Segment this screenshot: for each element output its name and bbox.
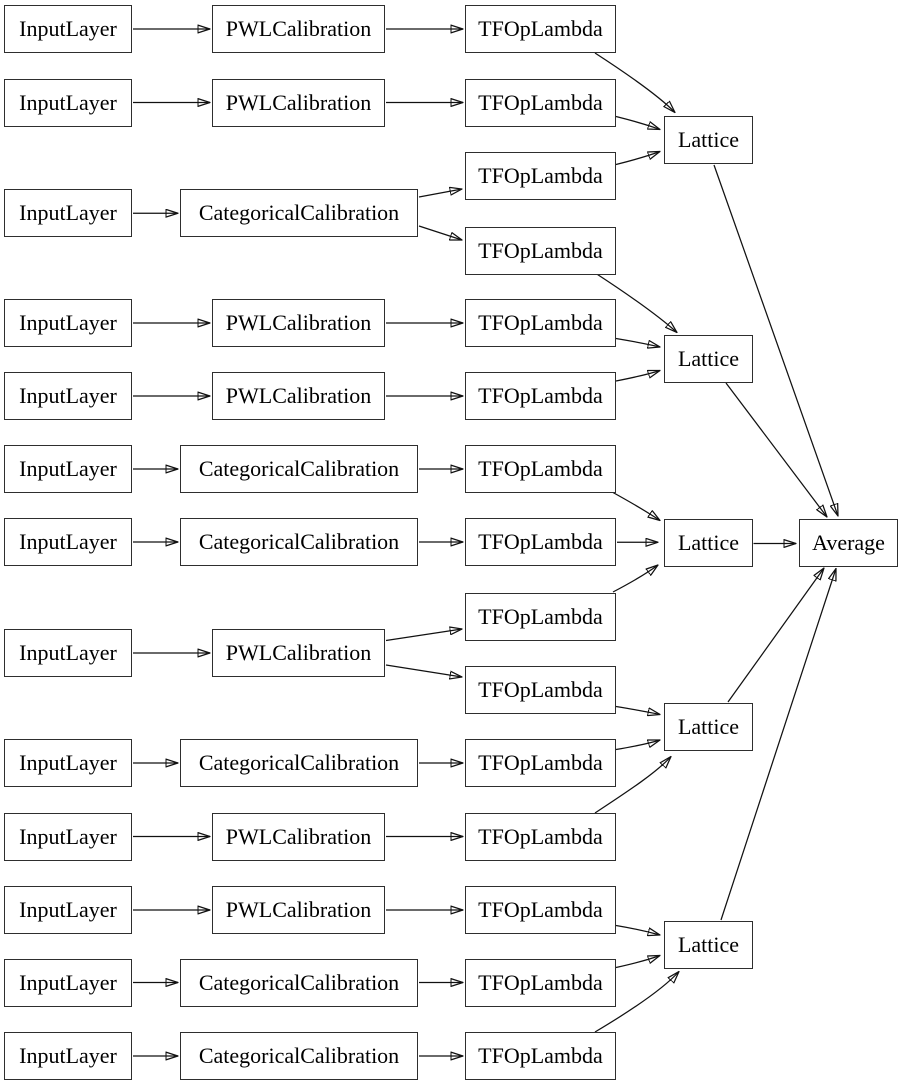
edge-tfop-2-lattice-1 <box>615 115 660 130</box>
node-tf-op-lambda-11: TFOpLambda <box>465 739 616 787</box>
node-input-layer-3: InputLayer <box>4 189 132 238</box>
edge-calib-8-tfop-10 <box>385 664 462 677</box>
edge-tfop-5-lattice-2 <box>615 337 660 348</box>
node-tf-op-lambda-1: TFOpLambda <box>465 5 616 53</box>
edge-calib-8-tfop-9 <box>385 629 462 642</box>
node-tf-op-lambda-9: TFOpLambda <box>465 592 616 641</box>
node-categorical-calibration-13: CategoricalCalibration <box>180 1032 418 1080</box>
edge-tfop-7-lattice-3 <box>612 491 660 521</box>
node-pwl-calibration-1: PWLCalibration <box>212 5 385 53</box>
node-tf-op-lambda-4: TFOpLambda <box>465 226 616 275</box>
node-input-layer-6: InputLayer <box>4 445 132 493</box>
node-tf-op-lambda-15: TFOpLambda <box>465 1032 616 1080</box>
node-pwl-calibration-4: PWLCalibration <box>212 299 385 347</box>
node-tf-op-lambda-3: TFOpLambda <box>465 152 616 200</box>
edge-calib-3-tfop-4 <box>418 225 462 240</box>
edge-tfop-10-lattice-4 <box>615 705 660 715</box>
edge-tfop-6-lattice-2 <box>615 371 660 382</box>
node-input-layer-2: InputLayer <box>4 78 132 127</box>
node-input-layer-11: InputLayer <box>4 886 132 934</box>
node-tf-op-lambda-13: TFOpLambda <box>465 886 616 934</box>
node-pwl-calibration-11: PWLCalibration <box>212 886 385 934</box>
node-lattice-2: Lattice <box>664 335 753 383</box>
node-input-layer-7: InputLayer <box>4 518 132 566</box>
node-lattice-5: Lattice <box>664 921 753 969</box>
node-tf-op-lambda-2: TFOpLambda <box>465 78 616 127</box>
node-lattice-3: Lattice <box>664 518 753 567</box>
node-input-layer-9: InputLayer <box>4 739 132 787</box>
node-lattice-1: Lattice <box>664 116 753 164</box>
node-input-layer-5: InputLayer <box>4 372 132 420</box>
edge-tfop-13-lattice-5 <box>615 924 660 936</box>
node-categorical-calibration-12: CategoricalCalibration <box>180 958 418 1007</box>
edge-lattice-4-average <box>727 568 824 703</box>
node-input-layer-4: InputLayer <box>4 299 132 347</box>
node-input-layer-13: InputLayer <box>4 1032 132 1080</box>
edge-tfop-11-lattice-4 <box>615 740 660 751</box>
node-pwl-calibration-2: PWLCalibration <box>212 78 385 127</box>
node-pwl-calibration-5: PWLCalibration <box>212 372 385 420</box>
node-lattice-4: Lattice <box>664 703 753 751</box>
node-tf-op-lambda-5: TFOpLambda <box>465 299 616 347</box>
edge-tfop-14-lattice-5 <box>615 956 660 969</box>
node-tf-op-lambda-10: TFOpLambda <box>465 665 616 714</box>
node-categorical-calibration-9: CategoricalCalibration <box>180 739 418 787</box>
node-input-layer-12: InputLayer <box>4 958 132 1007</box>
node-input-layer-1: InputLayer <box>4 5 132 53</box>
edge-tfop-9-lattice-3 <box>612 565 658 593</box>
node-average: Average <box>799 518 898 567</box>
node-tf-op-lambda-14: TFOpLambda <box>465 958 616 1007</box>
node-pwl-calibration-8: PWLCalibration <box>212 629 385 677</box>
edge-tfop-3-lattice-1 <box>615 152 660 166</box>
node-tf-op-lambda-12: TFOpLambda <box>465 812 616 861</box>
node-categorical-calibration-6: CategoricalCalibration <box>180 445 418 493</box>
node-categorical-calibration-3: CategoricalCalibration <box>180 189 418 238</box>
node-categorical-calibration-7: CategoricalCalibration <box>180 518 418 566</box>
node-input-layer-8: InputLayer <box>4 629 132 677</box>
node-pwl-calibration-10: PWLCalibration <box>212 812 385 861</box>
edge-calib-3-tfop-3 <box>418 189 462 198</box>
node-tf-op-lambda-6: TFOpLambda <box>465 372 616 420</box>
node-tf-op-lambda-8: TFOpLambda <box>465 518 616 566</box>
node-tf-op-lambda-7: TFOpLambda <box>465 445 616 493</box>
node-input-layer-10: InputLayer <box>4 812 132 861</box>
edge-lattice-2-average <box>725 382 827 517</box>
